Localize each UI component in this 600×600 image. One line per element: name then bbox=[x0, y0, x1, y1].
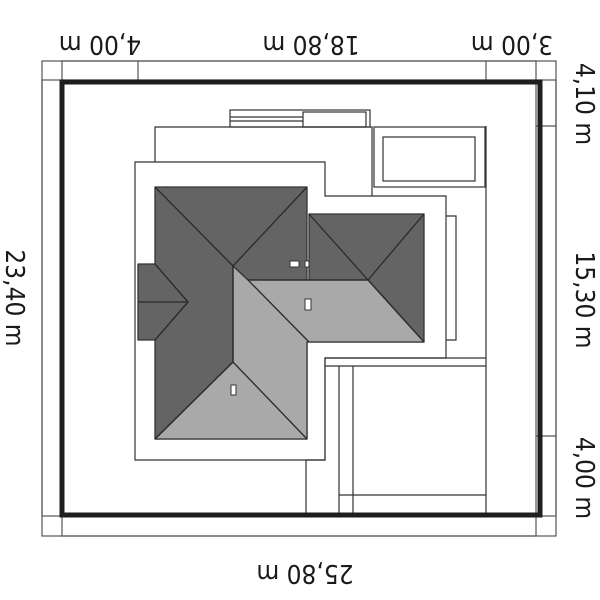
dim-right-bottom: 4,00 m bbox=[569, 437, 599, 519]
dim-left: 23,40 m bbox=[0, 249, 29, 346]
dim-top-middle: 18,80 m bbox=[262, 29, 359, 59]
plot-boundary bbox=[59, 79, 543, 518]
dim-top-left: 4,00 m bbox=[59, 29, 141, 59]
dim-top-right: 3,00 m bbox=[471, 29, 553, 59]
roof bbox=[137, 186, 425, 440]
roof-windows bbox=[230, 260, 312, 396]
dim-bottom: 25,80 m bbox=[256, 558, 353, 588]
dim-right-middle: 15,30 m bbox=[569, 251, 599, 348]
dim-right-top: 4,10 m bbox=[569, 63, 599, 145]
house-footprint bbox=[134, 109, 486, 461]
